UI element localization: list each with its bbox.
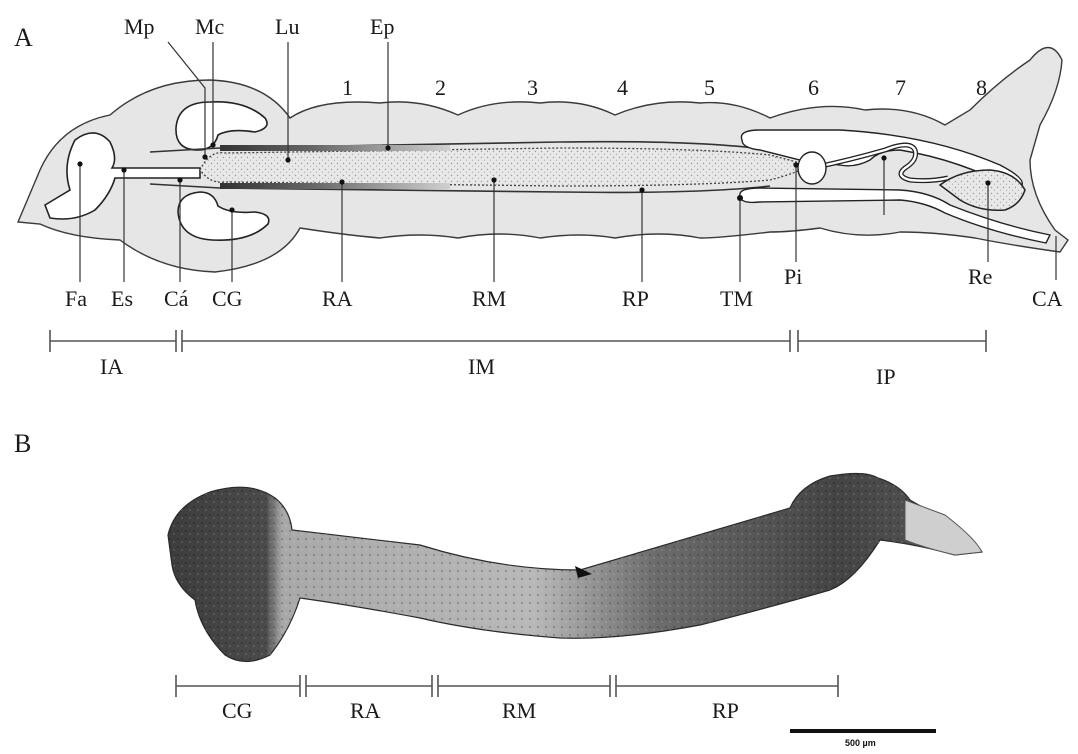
leader-dot (229, 207, 234, 212)
region-brackets-a: IA IM IP (50, 330, 986, 389)
leader-dot (121, 167, 126, 172)
scale-bar-line (790, 729, 936, 733)
label-tm: TM (720, 286, 753, 311)
scale-bar-label: 500 µm (845, 738, 876, 748)
region-label-rm: RM (502, 698, 536, 723)
label-rm: RM (472, 286, 506, 311)
label-ca-end: CA (1032, 286, 1063, 311)
label-ra: RA (322, 286, 353, 311)
leader-dot (285, 157, 290, 162)
region-label-im: IM (468, 354, 495, 379)
region-bracket-lines-b (176, 675, 838, 697)
region-brackets-b: CG RA RM RP (176, 675, 838, 723)
label-lu: Lu (275, 14, 299, 39)
label-pi: Pi (784, 264, 802, 289)
region-label-ra: RA (350, 698, 381, 723)
segment-numbers: 1 2 3 4 5 6 7 8 (342, 75, 987, 100)
segment-number: 3 (527, 75, 538, 100)
label-re: Re (968, 264, 992, 289)
label-mc: Mc (195, 14, 225, 39)
region-label-cg: CG (222, 698, 253, 723)
region-label-ip: IP (876, 364, 896, 389)
specimen-hindgut-tip (905, 500, 982, 555)
leader-dot (985, 180, 990, 185)
epithelium-band-top (220, 145, 450, 151)
panel-a: A 1 2 3 4 5 6 (14, 14, 1068, 389)
specimen-micrograph (168, 473, 982, 661)
pylorus-valve (798, 152, 826, 184)
epithelium-band-bottom (220, 183, 450, 189)
region-label-ia: IA (100, 354, 123, 379)
label-ep: Ep (370, 14, 394, 39)
label-es: Es (111, 286, 133, 311)
label-rp: RP (622, 286, 649, 311)
leader-dot (385, 145, 390, 150)
label-cg: CG (212, 286, 243, 311)
leader-dot (77, 161, 82, 166)
leader-dot (177, 177, 182, 182)
panel-a-label: A (14, 23, 33, 52)
label-mp: Mp (124, 14, 155, 39)
segment-number: 7 (895, 75, 906, 100)
scale-bar: 500 µm (790, 729, 936, 748)
region-bracket-lines (50, 330, 986, 352)
segment-number: 5 (704, 75, 715, 100)
leader-dot (793, 162, 798, 167)
leader-dot (639, 187, 644, 192)
segment-number: 2 (435, 75, 446, 100)
region-label-rp: RP (712, 698, 739, 723)
midgut-lumen (200, 148, 810, 186)
label-ca-small: Cá (164, 286, 189, 311)
panel-b: B CG RA RM RP 500 µm (14, 429, 982, 748)
leader-dot (881, 155, 886, 160)
segment-number: 6 (808, 75, 819, 100)
leader-dot (202, 154, 207, 159)
leader-dot (339, 179, 344, 184)
segment-number: 4 (617, 75, 628, 100)
segment-number: 8 (976, 75, 987, 100)
leader-dot (210, 142, 215, 147)
leader-dot (737, 195, 743, 201)
label-fa: Fa (65, 286, 87, 311)
segment-number: 1 (342, 75, 353, 100)
leader-dot (491, 177, 496, 182)
panel-b-label: B (14, 429, 31, 458)
